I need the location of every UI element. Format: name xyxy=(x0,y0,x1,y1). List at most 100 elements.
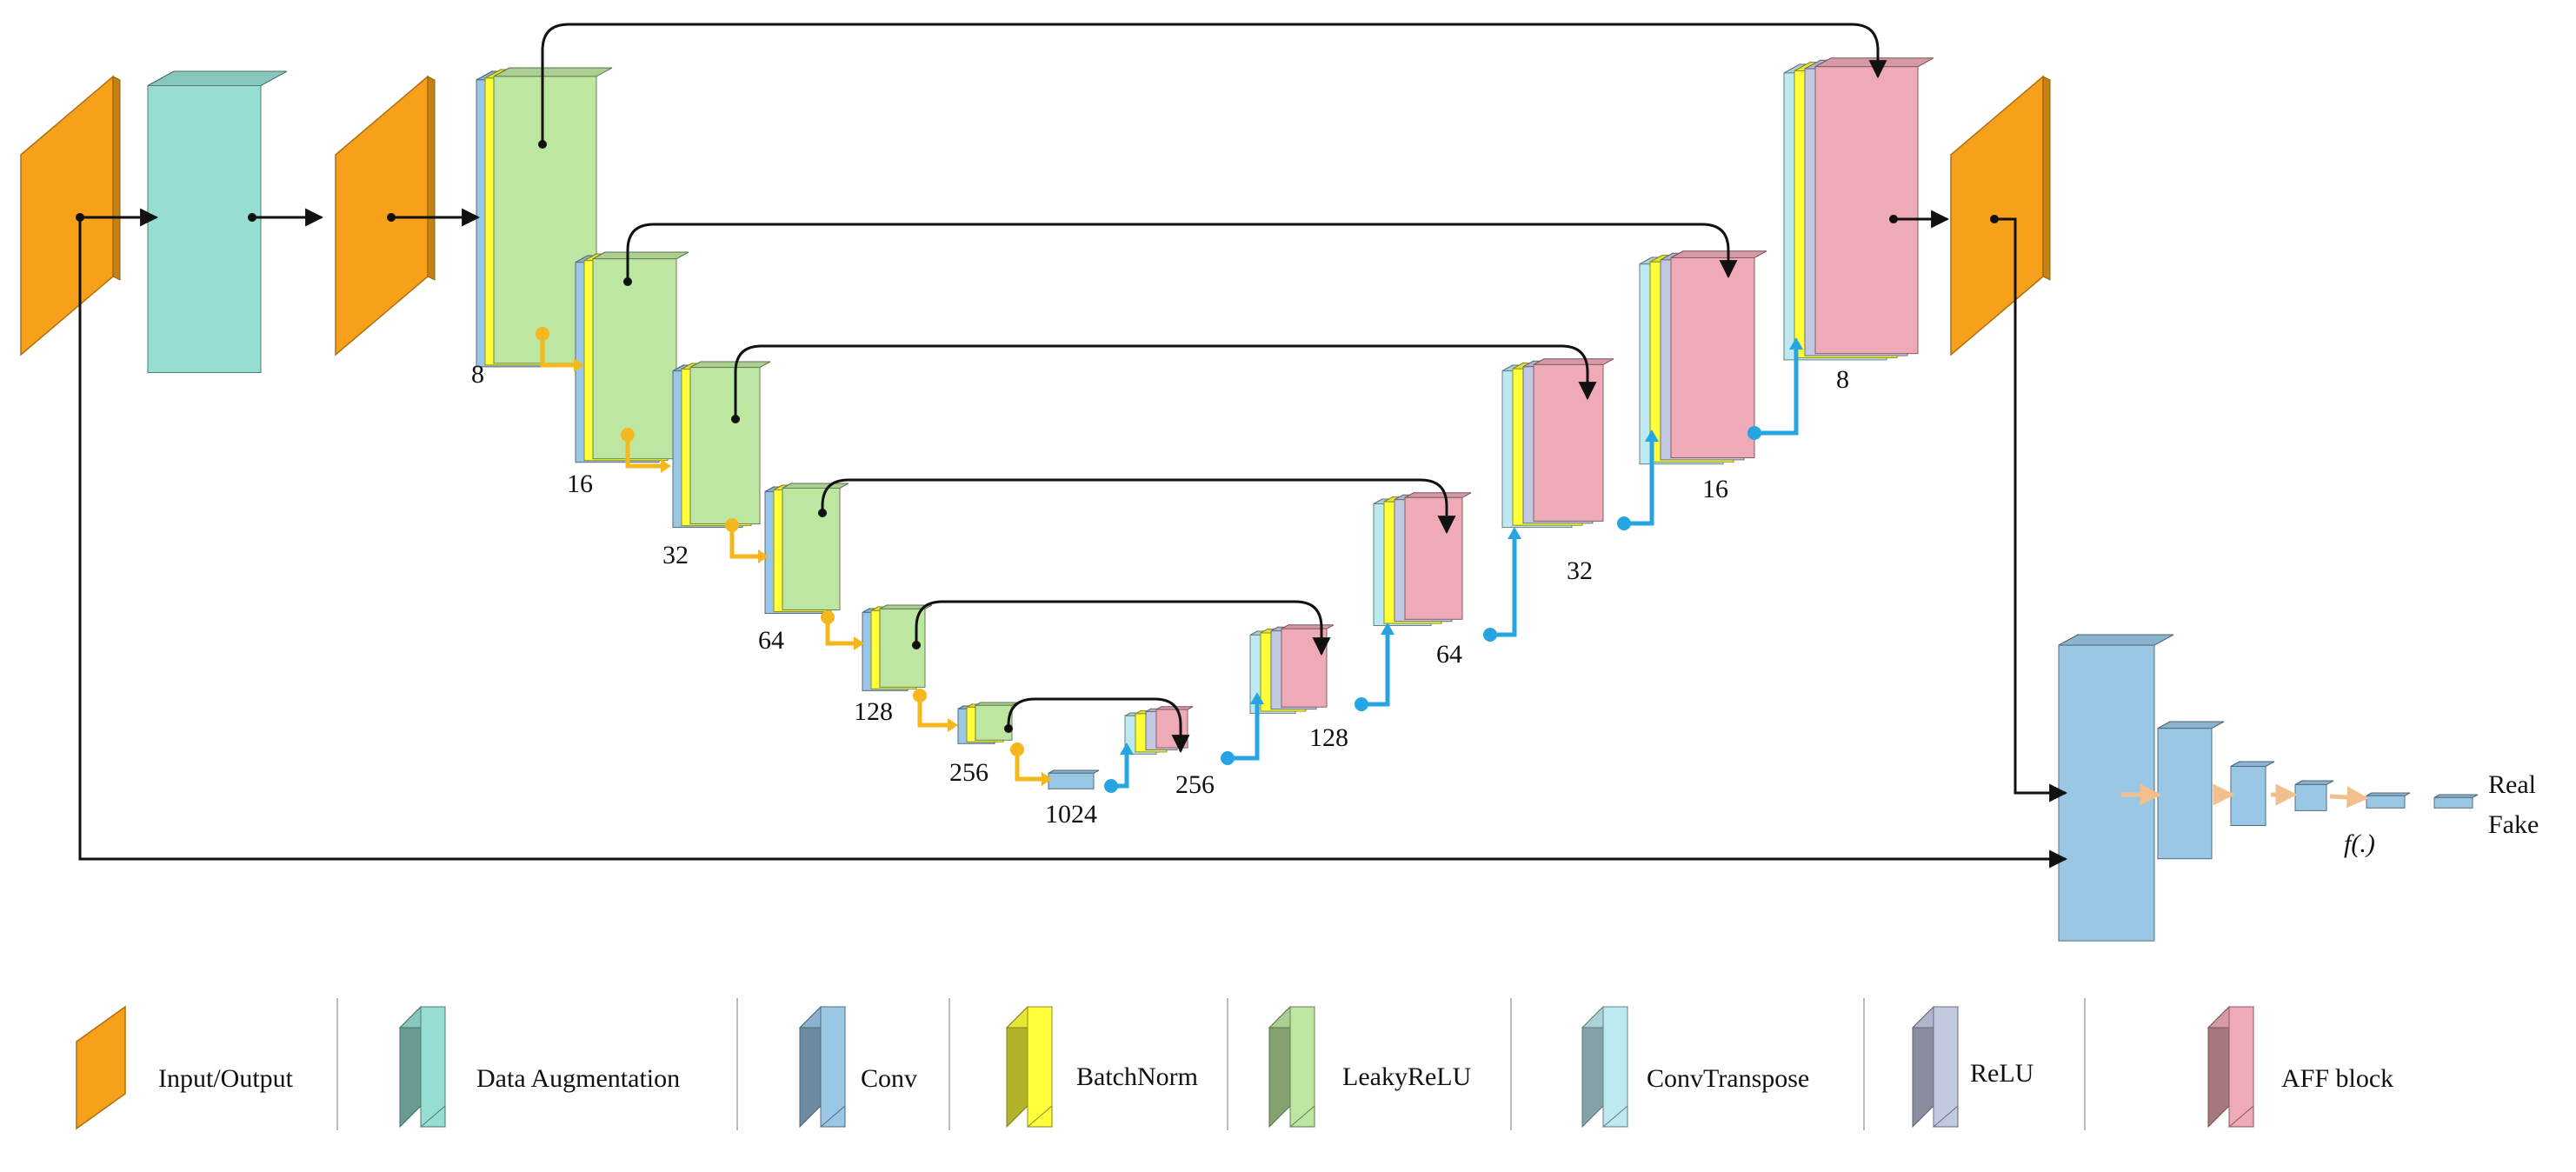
decoder-block-16 xyxy=(1639,250,1767,465)
downsample-arrowhead-6 xyxy=(1042,772,1052,786)
legend-label-relu: ReLU xyxy=(1970,1059,2034,1088)
upsample-arrow-2 xyxy=(1228,704,1260,761)
encoder-label-64: 64 xyxy=(758,626,784,655)
skip-connection-256 xyxy=(1007,697,1190,754)
skip-connection-16 xyxy=(626,223,1738,282)
decoder-label-128: 128 xyxy=(1309,723,1348,752)
decoder-block-32-layer-4 xyxy=(1533,357,1614,523)
discriminator-layer-4 xyxy=(2294,780,2334,812)
upsample-arrowhead-1 xyxy=(1120,742,1134,755)
encoder-block-128-layer-3 xyxy=(879,604,933,689)
encoder-block-256 xyxy=(957,702,1018,745)
discriminator-output xyxy=(2433,794,2479,809)
decoder-block-256 xyxy=(1124,705,1194,756)
skip-connection-32 xyxy=(734,344,1597,419)
skip-connection-64 xyxy=(821,478,1456,535)
aff-block-icon xyxy=(2207,1005,2255,1129)
downsample-arrow-3 xyxy=(729,525,758,559)
encoder-block-128 xyxy=(862,604,933,692)
downsample-arrowhead-3 xyxy=(758,549,769,563)
decoder-block-8 xyxy=(1783,57,1934,361)
decoder-label-8: 8 xyxy=(1836,365,1849,394)
legend-label-batchnorm: BatchNorm xyxy=(1076,1062,1198,1091)
downsample-arrowhead-1 xyxy=(574,358,584,372)
legend-label-data-augmentation: Data Augmentation xyxy=(476,1064,680,1093)
upsample-arrow-6 xyxy=(1754,350,1799,436)
legend-label-aff-block: AFF block xyxy=(2281,1064,2393,1093)
encoder-label-8: 8 xyxy=(471,360,484,389)
encoder-label-32: 32 xyxy=(662,541,689,569)
decoder-block-8-layer-4 xyxy=(1814,57,1934,355)
decoder-block-128 xyxy=(1249,623,1335,715)
discriminator-function-label: f(.) xyxy=(2344,829,2375,858)
data-augmentation-block-icon xyxy=(398,1005,447,1129)
downsample-arrow-6 xyxy=(1015,749,1042,782)
encoder-label-16: 16 xyxy=(567,469,593,498)
decoder-label-32: 32 xyxy=(1567,556,1593,585)
decoder-block-32 xyxy=(1501,357,1614,529)
downsample-arrow-2 xyxy=(625,435,661,469)
upsample-arrowhead-6 xyxy=(1789,337,1803,350)
encoder-label-128: 128 xyxy=(854,697,893,726)
decoder-block-64-layer-4 xyxy=(1404,491,1472,621)
decoder-label-16: 16 xyxy=(1702,475,1728,503)
decoder-block-16-layer-4 xyxy=(1670,250,1767,459)
encoder-block-16-layer-3 xyxy=(592,251,689,460)
discriminator-flow-arrow-4 xyxy=(2329,786,2369,809)
encoder-block-256-layer-3 xyxy=(975,702,1018,742)
io-block-icon xyxy=(76,1005,126,1130)
skip-connection-128 xyxy=(915,600,1331,656)
legend-label-convtranspose: ConvTranspose xyxy=(1647,1064,1809,1093)
input-to-discriminator-arrow xyxy=(78,217,2068,869)
data-augmentation-block xyxy=(147,70,288,374)
upsample-arrow-1 xyxy=(1111,755,1129,789)
encoder-block-64 xyxy=(764,483,849,615)
legend-label-conv: Conv xyxy=(861,1064,917,1093)
upsample-arrow-4 xyxy=(1490,539,1517,637)
downsample-arrowhead-5 xyxy=(948,718,958,732)
decoder-block-256-layer-4 xyxy=(1155,705,1194,749)
downsample-arrow-1 xyxy=(540,334,574,368)
encoder-block-32-layer-3 xyxy=(689,361,771,525)
upsample-arrow-5 xyxy=(1624,442,1654,526)
relu-block-icon xyxy=(1911,1005,1960,1129)
real-label: Real xyxy=(2488,770,2536,799)
encoder-label-256: 256 xyxy=(949,758,988,787)
legend-label-leakyrelu: LeakyReLU xyxy=(1342,1062,1472,1091)
upsample-arrowhead-3 xyxy=(1381,623,1395,635)
convtranspose-block-icon xyxy=(1581,1005,1629,1129)
batchnorm-block-icon xyxy=(1005,1005,1054,1129)
decoder-label-64: 64 xyxy=(1436,640,1462,669)
encoder-block-16 xyxy=(575,251,689,463)
downsample-arrowhead-4 xyxy=(854,636,864,650)
upsample-arrowhead-2 xyxy=(1250,692,1264,704)
decoder-block-64 xyxy=(1373,491,1472,627)
legend-label-input-output: Input/Output xyxy=(158,1064,294,1093)
discriminator-layer-2 xyxy=(2157,721,2225,860)
encoder-block-32 xyxy=(672,361,771,529)
output-to-discriminator-arrow xyxy=(1994,217,2068,802)
input-image-block xyxy=(20,75,121,356)
downsample-arrow-4 xyxy=(825,617,854,646)
leakyrelu-block-icon xyxy=(1268,1005,1316,1129)
upsample-arrowhead-5 xyxy=(1645,430,1659,442)
skip-connection-8 xyxy=(541,23,1887,144)
bottleneck-block-1024 xyxy=(1048,769,1100,790)
bottleneck-label-1024: 1024 xyxy=(1045,800,1097,829)
downsample-arrow-5 xyxy=(917,696,948,728)
augmented-image-block xyxy=(335,75,436,356)
upsample-arrow-3 xyxy=(1361,635,1390,707)
decoder-label-256: 256 xyxy=(1175,770,1215,799)
downsample-arrowhead-2 xyxy=(661,459,671,473)
discriminator-layer-5 xyxy=(2366,792,2411,809)
legend-separators xyxy=(336,998,2086,1130)
encoder-block-64-layer-3 xyxy=(782,483,849,611)
output-image-block xyxy=(1950,75,2051,356)
decoder-block-128-layer-4 xyxy=(1281,623,1335,709)
discriminator-layer-3 xyxy=(2230,761,2275,827)
upsample-arrowhead-4 xyxy=(1508,527,1521,539)
conv-block-icon xyxy=(798,1005,847,1129)
discriminator-layer-1 xyxy=(2058,634,2174,942)
fake-label: Fake xyxy=(2488,810,2539,839)
